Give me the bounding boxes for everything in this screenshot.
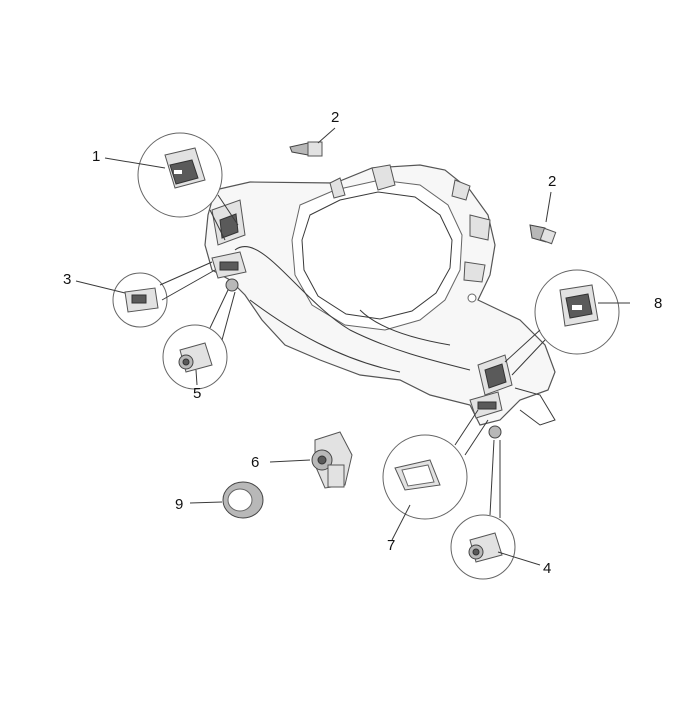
part-9-ring bbox=[189, 481, 264, 519]
part-4-connector bbox=[450, 439, 516, 580]
callout-3: 3 bbox=[63, 271, 72, 288]
callout-6: 6 bbox=[251, 454, 260, 471]
part-8-switch bbox=[504, 269, 620, 376]
leader-lines bbox=[75, 127, 630, 566]
callout-1: 1 bbox=[92, 148, 101, 165]
callout-2-right: 2 bbox=[548, 173, 557, 190]
part-2-bulb-upper bbox=[289, 141, 323, 157]
handlebar-cover bbox=[204, 164, 556, 439]
part-1-switch bbox=[137, 132, 239, 241]
callout-9: 9 bbox=[175, 496, 184, 513]
part-2-bulb-right bbox=[529, 224, 557, 245]
part-7-cover bbox=[382, 409, 489, 520]
callout-4: 4 bbox=[543, 560, 552, 577]
callout-7: 7 bbox=[387, 537, 396, 554]
part-3-switch bbox=[112, 261, 216, 328]
callout-5: 5 bbox=[193, 385, 202, 402]
callout-2-upper: 2 bbox=[331, 109, 340, 126]
callout-8: 8 bbox=[654, 295, 663, 312]
part-6-ignition bbox=[269, 431, 353, 489]
part-5-connector bbox=[162, 289, 236, 390]
